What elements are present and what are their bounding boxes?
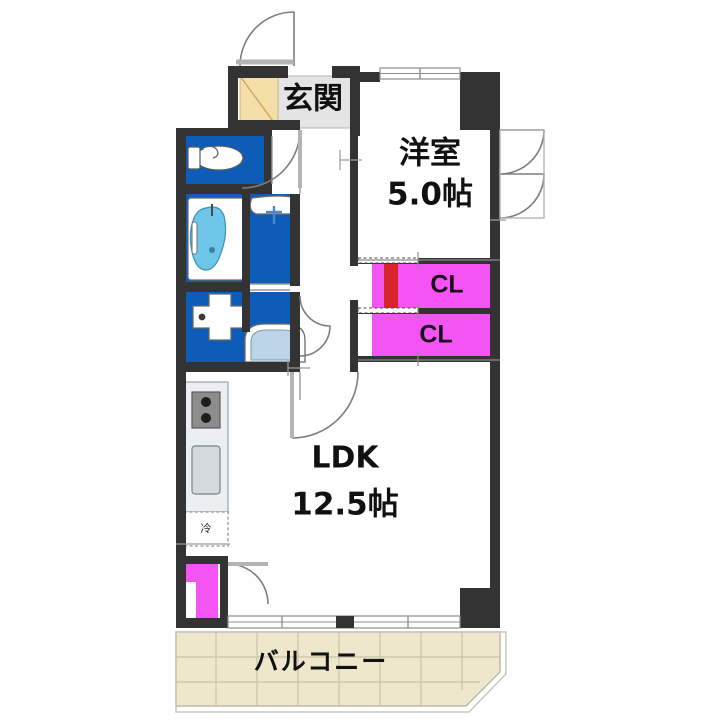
window-bedroom-top — [379, 67, 461, 80]
refrigerator-space — [183, 511, 229, 547]
balcony-outer-edge — [175, 631, 507, 713]
bedroom-label: 洋室 — [399, 136, 461, 172]
doors-group — [227, 11, 545, 605]
wall-entrance-bottom — [228, 120, 300, 130]
bath-handle — [191, 221, 198, 255]
toilet-bowl — [194, 145, 244, 171]
wall-outer-right-mid — [490, 218, 500, 588]
balcony-label: バルコニー — [254, 647, 389, 676]
bath-drain — [209, 247, 215, 253]
wall-top-bedroom-a — [356, 72, 380, 82]
closet-ldk-area — [186, 562, 218, 624]
wall-bath-right — [242, 194, 250, 286]
wall-corridor-right — [350, 136, 358, 266]
kitchen-sink — [191, 445, 221, 495]
refrigerator-label: 冷 — [201, 522, 212, 535]
closet-lower-label: CL — [419, 321, 452, 349]
wall-washroom-div — [242, 292, 250, 332]
wall-ldk-closet-top — [176, 556, 228, 564]
closet-lower-door-line — [357, 307, 419, 314]
wall-ldk-closet-right — [220, 556, 228, 624]
wall-toilet-right — [264, 128, 272, 192]
wall-top-right-block — [460, 72, 500, 130]
wall-outer-right-win-a — [490, 130, 500, 220]
wall-toilet-top — [176, 128, 272, 136]
closet-dim-ticks — [358, 252, 500, 366]
entrance-label: 玄関 — [283, 82, 343, 117]
thin-partitions — [250, 130, 301, 400]
toilet-lid — [202, 145, 219, 159]
closet-lower-area — [372, 314, 500, 358]
room-labels: 洋室 5.0帖 LDK 12.5帖 — [291, 136, 473, 523]
bedroom-window-frame — [499, 129, 545, 219]
bathroom-door-swing — [299, 295, 331, 357]
wall-washroom-right-b — [290, 292, 300, 372]
windows-group — [227, 67, 461, 629]
ldk-label: LDK — [311, 441, 380, 476]
kitchen-counter: 冷 — [183, 381, 229, 547]
ldk-door-swing — [291, 371, 359, 439]
wall-bath-bottom — [176, 282, 250, 292]
washbasin-fixture — [249, 195, 299, 224]
ldk-size-label: 12.5帖 — [291, 487, 399, 523]
bathtub-basin — [189, 206, 227, 271]
toilet-fixture — [187, 145, 244, 171]
stove-burner-rear — [201, 413, 211, 423]
wall-closet-lower-front — [356, 356, 500, 362]
wall-entrance-left — [228, 66, 238, 128]
closet-door-hatch — [357, 252, 500, 366]
toilet-tank — [187, 146, 201, 170]
entrance-tile-diagonal — [239, 75, 279, 129]
wall-toilet-bottom — [176, 184, 272, 194]
wall-entrance-top-a — [236, 66, 288, 78]
wall-closet-upper-back — [356, 258, 500, 264]
closet-upper-label: CL — [430, 271, 463, 299]
wall-closet-divider — [356, 308, 500, 314]
bedroom-window-swing-lower — [499, 173, 545, 219]
balcony-tile-grid — [176, 632, 500, 706]
balcony-area: バルコニー — [175, 631, 507, 713]
closets-group: CL CL — [186, 262, 500, 624]
wall-washroom-right-a — [290, 194, 300, 286]
window-balcony-center-post — [336, 616, 354, 628]
bathtub-fixture — [187, 197, 245, 281]
wall-outer-right-step — [460, 588, 500, 628]
entrance-door-swing — [239, 11, 295, 67]
dimension-ticks — [176, 150, 506, 545]
wall-washroom-bottom — [176, 362, 298, 372]
closet-upper-divider — [384, 262, 398, 310]
window-ldk-balcony — [227, 615, 461, 629]
wall-hall-bedroom-vert — [350, 66, 360, 136]
wall-corridor-right-lower — [350, 300, 358, 372]
stove-burner-front — [201, 397, 211, 407]
wall-outer-left — [176, 128, 186, 628]
bedroom-size-label: 5.0帖 — [387, 177, 473, 213]
washing-machine-drain — [198, 313, 206, 321]
